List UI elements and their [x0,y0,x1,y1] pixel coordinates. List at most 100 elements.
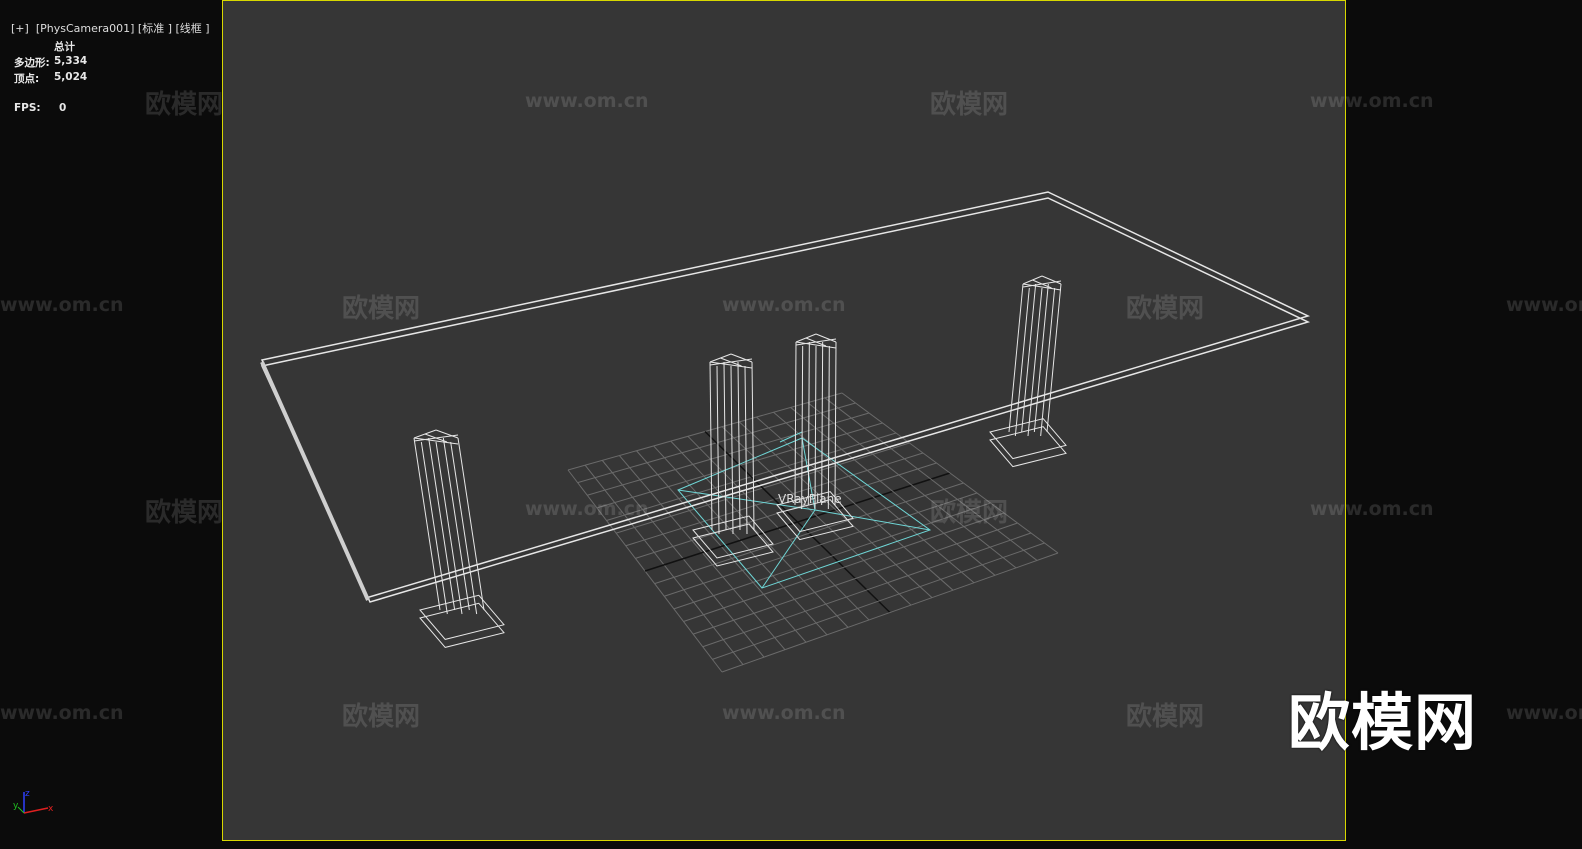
viewport-label[interactable]: [+] [PhysCamera001] [标准 ] [线框 ] [4,7,210,36]
wire-line [702,532,1032,648]
leg-base [776,499,854,541]
wire-line [807,402,1017,569]
watermark-url: www.om.cn [1506,294,1582,316]
camera-menu-button[interactable]: [PhysCamera001] [35,22,135,35]
wire-line [709,361,753,369]
wire-line [730,353,753,363]
fps-value: 0 [59,102,67,114]
wire-line [834,341,837,506]
leg-base [692,523,774,567]
wire-line [1040,287,1056,437]
wire-line [435,441,463,615]
wire-line [1027,287,1043,437]
wire-line [683,512,1005,622]
watermark-brand: 欧模网 [145,90,224,120]
wire-line [737,361,741,531]
watermark-brand: 欧模网 [1126,702,1205,732]
wire-line [664,492,978,597]
watermark-url: www.om.cn [1310,90,1434,112]
watermark-url: www.om.cn [0,294,124,316]
wire-line [435,429,459,439]
watermark-brand: 欧模网 [930,498,1009,528]
wire-line [773,411,975,584]
leg-base [776,491,854,533]
polygons-value: 5,334 [54,55,88,67]
wire-line [1022,283,1062,291]
wire-line [756,416,954,591]
wire-line [673,502,991,610]
stats-header: 总计 [54,41,75,53]
watermark-url: www.om.cn [525,498,649,520]
watermark-brand: 欧模网 [930,90,1009,120]
wire-line [794,341,797,506]
axis-z-label: z [25,789,30,799]
wire-line [824,397,1038,561]
wire-line [709,358,753,366]
shading-wireframe-button[interactable]: [线框 ] [175,22,210,35]
watermark-brand: 欧模网 [145,498,224,528]
wire-line [744,365,748,535]
wire-line [413,437,459,445]
wire-line [442,437,470,611]
wire-line [1022,280,1062,288]
wire-line [457,437,485,611]
table-leg [989,275,1067,468]
watermark-url: www.om.cn [722,294,846,316]
wire-line [721,426,912,606]
wire-line [801,345,804,510]
home-grid [567,392,1059,673]
wire-line [1008,283,1024,433]
wire-line [795,338,837,346]
watermark-url: www.om.cn [722,702,846,724]
wire-line [790,407,996,576]
wire-line [428,437,456,611]
leg-base [989,426,1067,468]
vertices-label: 顶点: [14,73,40,85]
watermark-url: www.om.cn [525,90,649,112]
wire-line [795,341,837,349]
wire-line [420,441,448,615]
viewport[interactable] [222,0,1346,841]
leg-base [419,602,505,648]
wire-line [413,434,459,442]
wire-line [712,542,1045,660]
table-leg [776,333,854,541]
watermark-brand: 欧模网 [342,294,421,324]
watermark-url: www.om.cn [0,702,124,724]
wire-line [721,552,1059,673]
wire-line [751,361,755,531]
wire-line [716,365,720,535]
shading-standard-button[interactable]: [标准 ] [137,22,172,35]
watermark-url: www.om.cn [1310,498,1434,520]
wire-line [827,345,830,510]
wire-line [821,341,824,506]
leg-base [989,418,1067,460]
vertices-value: 5,024 [54,71,88,83]
watermark-brand: 欧模网 [342,702,421,732]
axis-x-label: x [48,804,54,814]
wire-line [1021,283,1037,433]
wire-line [413,437,441,611]
wire-line [654,482,964,585]
brand-logo: 欧模网 [1288,686,1478,759]
table-top [260,191,1311,603]
wire-line [1046,283,1062,433]
wire-line [644,472,951,572]
table-leg [692,353,774,567]
viewport-menu-button[interactable]: [+] [11,22,29,35]
wire-line [815,333,837,343]
wire-line [1041,275,1062,285]
wire-line [692,522,1018,635]
watermark-url: www.om.cn [1506,702,1582,724]
wire-line [841,392,1059,554]
polygons-label: 多边形: [14,57,50,69]
wire-line [814,345,817,510]
axis-y-label: y [13,801,19,811]
leg-base [419,594,505,640]
axis-gizmo: z x y [13,789,54,814]
wire-line [1014,287,1030,437]
leg-base [692,515,774,559]
fps-label: FPS: [14,102,41,114]
wire-line [450,441,478,615]
